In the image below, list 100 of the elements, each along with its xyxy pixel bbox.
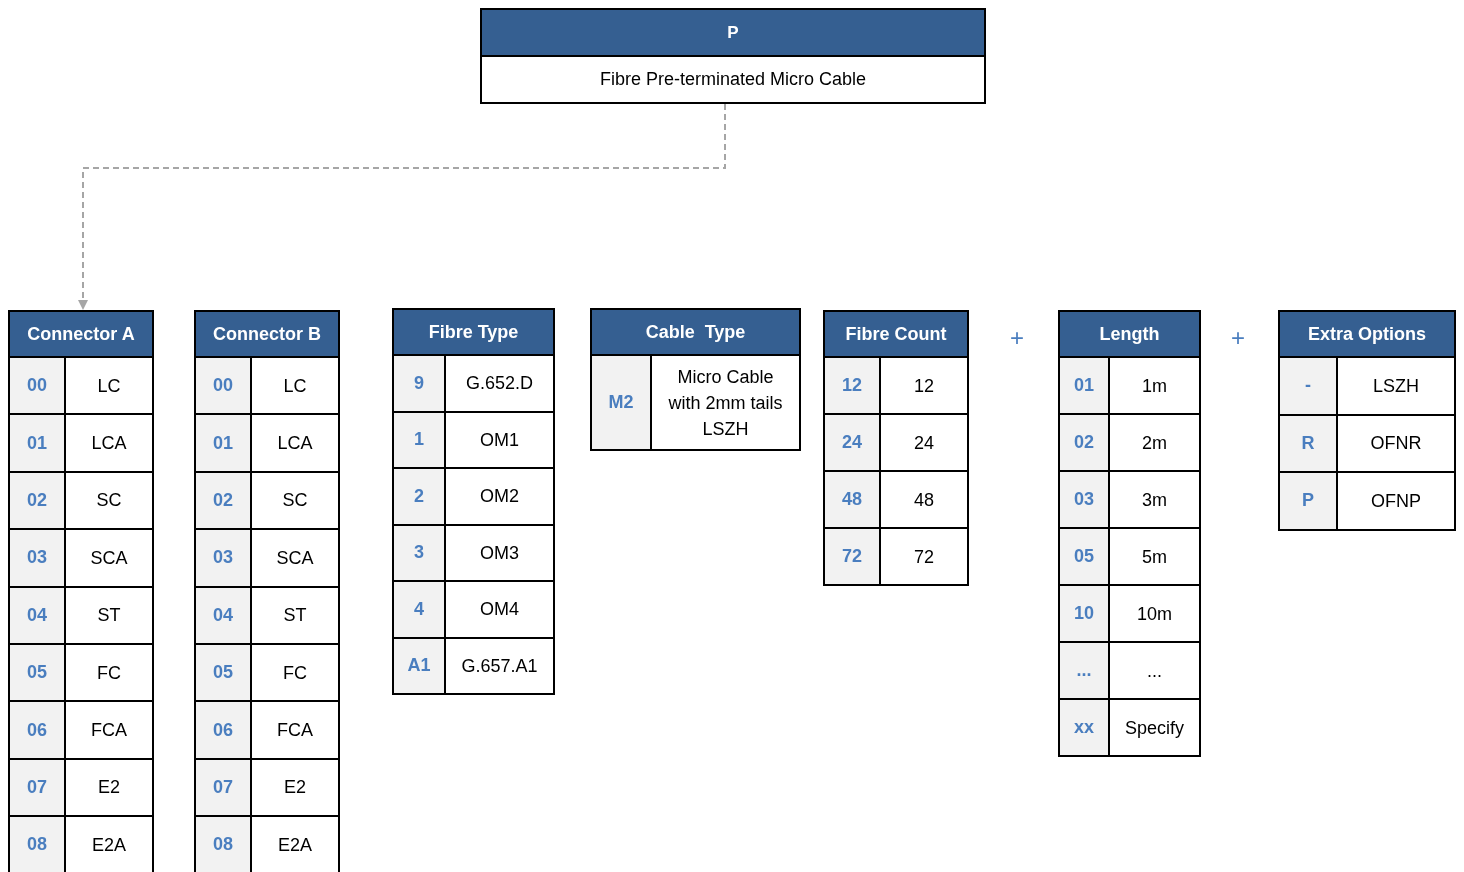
option-code: 9 <box>394 356 446 411</box>
option-code: 03 <box>196 530 252 586</box>
option-value: SCA <box>89 546 129 570</box>
table-row <box>196 470 338 529</box>
option-value: FCA <box>90 719 128 743</box>
option-code: P <box>1280 473 1338 529</box>
option-value: ST <box>282 604 308 628</box>
table-row <box>394 354 553 411</box>
table-header: Fibre Type <box>394 310 553 354</box>
option-code: M2 <box>592 356 652 449</box>
option-table <box>8 310 154 872</box>
option-table <box>590 308 801 451</box>
option-value: LCA <box>276 432 314 456</box>
option-value: OM3 <box>479 541 520 565</box>
option-table <box>1278 310 1456 531</box>
box-title: P <box>482 10 984 57</box>
option-code: 05 <box>196 644 252 701</box>
option-code: 05 <box>1060 529 1110 584</box>
option-code: - <box>1280 358 1338 414</box>
option-value: 5m <box>1141 545 1168 569</box>
option-code: 4 <box>394 582 446 637</box>
option-code: 10 <box>1060 586 1110 641</box>
option-code: 01 <box>1060 358 1110 413</box>
option-value: OFNR <box>1369 432 1423 456</box>
table-row <box>10 585 152 643</box>
table-row <box>1060 413 1199 470</box>
option-code: 03 <box>10 530 66 586</box>
option-code: 03 <box>1060 472 1110 527</box>
option-code: 04 <box>10 587 66 643</box>
table-row <box>1060 584 1199 641</box>
table-row <box>1060 356 1199 413</box>
table-header: Extra Options <box>1280 312 1454 356</box>
option-value: FC <box>282 661 308 685</box>
table-row <box>196 528 338 586</box>
option-code: 02 <box>196 472 252 529</box>
option-code: 24 <box>825 415 881 470</box>
option-code: 01 <box>196 415 252 471</box>
option-code: R <box>1280 415 1338 471</box>
table-header: Connector A <box>10 312 152 356</box>
option-code: ... <box>1060 643 1110 698</box>
table-row <box>10 356 152 414</box>
option-value: 12 <box>913 374 935 398</box>
box-description: Fibre Pre-terminated Micro Cable <box>599 68 867 91</box>
table-row <box>825 413 967 470</box>
option-value: G.657.A1 <box>460 654 539 678</box>
table-header: Fibre Count <box>825 312 967 356</box>
option-code: 72 <box>825 529 881 584</box>
option-value: LC <box>96 374 122 398</box>
option-value: Specify <box>1124 716 1185 740</box>
table-row <box>196 757 338 816</box>
table-row <box>10 470 152 529</box>
option-value: 48 <box>913 488 935 512</box>
option-code: 02 <box>1060 415 1110 470</box>
option-code: 00 <box>10 358 66 414</box>
table-row <box>10 815 152 872</box>
table-row <box>1280 356 1454 414</box>
table-row <box>1280 413 1454 471</box>
option-value: OM1 <box>479 428 520 452</box>
option-code: 04 <box>196 587 252 643</box>
option-value: E2A <box>91 833 127 857</box>
option-code: 06 <box>10 702 66 758</box>
option-value: OM2 <box>479 485 520 509</box>
option-value: LSZH <box>1372 374 1420 398</box>
option-value: LCA <box>90 432 128 456</box>
option-value: 2m <box>1141 431 1168 455</box>
table-row <box>10 413 152 471</box>
option-value: LC <box>282 374 308 398</box>
option-value: OFNP <box>1370 489 1422 513</box>
option-code: 06 <box>196 702 252 758</box>
table-row <box>825 356 967 413</box>
option-value: E2 <box>97 776 121 800</box>
table-row <box>394 636 553 693</box>
table-row <box>1280 471 1454 529</box>
option-table <box>194 310 340 872</box>
option-value: 24 <box>913 431 935 455</box>
option-code: 07 <box>196 759 252 816</box>
option-code: 08 <box>10 817 66 872</box>
table-row <box>196 585 338 643</box>
plus-sign: + <box>1231 324 1245 352</box>
option-value: Micro Cable with 2mm tails LSZH <box>667 365 784 441</box>
table-row <box>10 757 152 816</box>
option-code: 02 <box>10 472 66 529</box>
option-value: ST <box>96 604 122 628</box>
table-row <box>1060 527 1199 584</box>
option-table <box>392 308 555 695</box>
option-value: E2 <box>283 776 307 800</box>
table-row <box>592 354 799 449</box>
table-header: Cable Type <box>592 310 799 354</box>
option-code: 2 <box>394 469 446 524</box>
table-row <box>196 700 338 758</box>
option-code: 08 <box>196 817 252 872</box>
option-code: 1 <box>394 412 446 467</box>
table-row <box>1060 698 1199 755</box>
option-value: 72 <box>913 545 935 569</box>
option-value: 3m <box>1141 488 1168 512</box>
option-value: 1m <box>1141 374 1168 398</box>
option-value: OM4 <box>479 598 520 622</box>
option-table <box>823 310 969 586</box>
table-header: Length <box>1060 312 1199 356</box>
option-value: ... <box>1146 659 1163 683</box>
